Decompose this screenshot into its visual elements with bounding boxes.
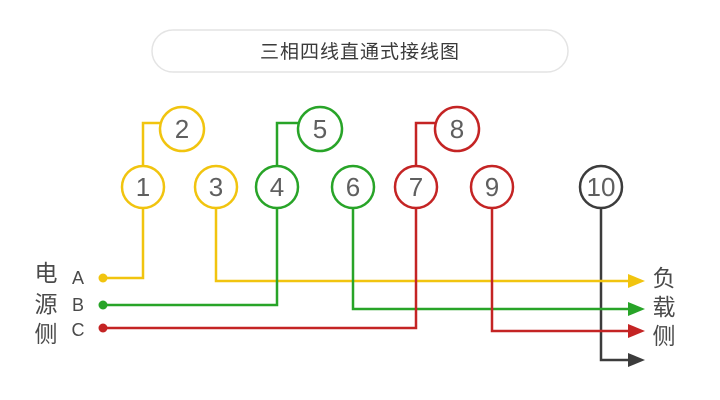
phase-a-source-dot	[98, 273, 108, 283]
phase-b-wire-group	[98, 105, 645, 316]
terminal-circle-3	[193, 164, 239, 210]
terminal-label-9: 9	[485, 172, 499, 202]
phase-b-output-wire	[351, 187, 630, 311]
source-side-label: 电 源 侧 A B C	[35, 260, 85, 347]
terminal-label-10: 10	[587, 172, 616, 202]
terminal-label-5: 5	[313, 114, 327, 144]
phase-c-input-wire	[103, 121, 457, 330]
source-side-char-1: 电	[35, 260, 58, 286]
load-side-char-2: 载	[653, 294, 676, 320]
terminal-label-6: 6	[346, 172, 360, 202]
terminal-circle-8	[433, 105, 481, 153]
terminal-circle-7	[393, 164, 439, 210]
title-pill	[151, 29, 569, 73]
arrow-right-icon-phase-a	[628, 274, 645, 288]
terminal-circle-5	[296, 105, 344, 153]
phase-b-source-dot	[98, 300, 108, 310]
arrow-right-icon-neutral	[628, 353, 645, 367]
terminal-circle-2	[158, 105, 206, 153]
terminal-numbers: 1 2 3 4 5 6 7 8 9 10	[136, 114, 616, 202]
phase-a-label: A	[72, 268, 84, 288]
phase-c-label: C	[72, 320, 85, 340]
terminal-circle-10	[578, 164, 624, 210]
terminal-circle-6	[330, 164, 376, 210]
diagram-title: 三相四线直通式接线图	[260, 41, 460, 63]
terminal-label-2: 2	[175, 114, 189, 144]
phase-c-output-wire	[490, 187, 630, 333]
neutral-wire	[599, 187, 630, 362]
load-side-char-1: 负	[653, 265, 676, 291]
arrow-right-icon-phase-b	[628, 302, 645, 316]
neutral-wire-group	[578, 164, 645, 367]
source-side-char-2: 源	[35, 291, 58, 317]
phase-b-label: B	[72, 295, 84, 315]
terminal-circle-1	[120, 164, 166, 210]
terminal-label-1: 1	[136, 172, 150, 202]
terminal-label-3: 3	[209, 172, 223, 202]
load-side-label: 负 载 侧	[653, 265, 676, 349]
terminal-label-7: 7	[409, 172, 423, 202]
load-side-char-3: 侧	[653, 323, 676, 349]
terminal-label-8: 8	[450, 114, 464, 144]
phase-c-wire-group	[98, 105, 645, 338]
arrow-right-icon-phase-c	[628, 324, 645, 338]
phase-c-source-dot	[98, 323, 108, 333]
source-side-char-3: 侧	[35, 321, 58, 347]
terminal-circle-9	[469, 164, 515, 210]
terminal-label-4: 4	[270, 172, 284, 202]
terminal-circle-4	[254, 164, 300, 210]
